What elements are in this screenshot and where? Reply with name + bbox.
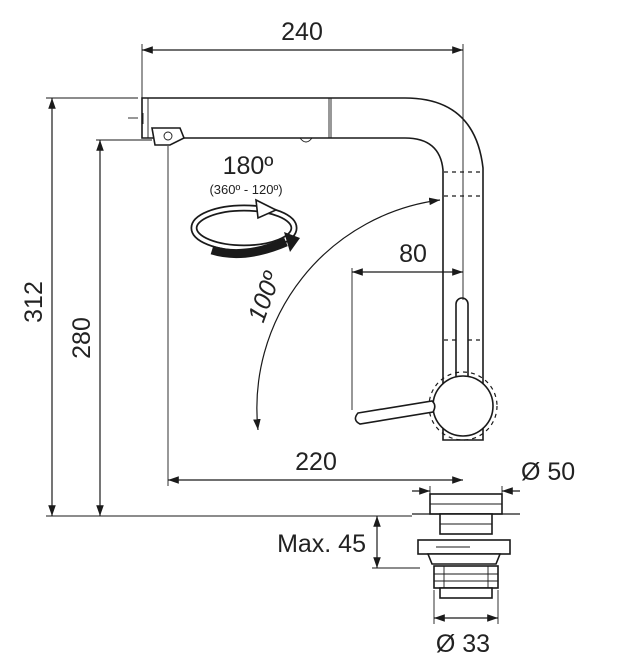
lever-upright <box>455 297 469 383</box>
dim-240-label: 240 <box>281 18 323 46</box>
spout <box>141 97 484 441</box>
dim-80-label: 80 <box>399 240 427 268</box>
rotation-arrow-icon <box>190 198 300 259</box>
mixer-body <box>432 375 494 437</box>
nozzle <box>151 127 186 146</box>
faucet-outline <box>141 97 520 599</box>
dim-max45-label: Max. 45 <box>277 530 366 558</box>
rotation-range-label: (360º - 120º) <box>209 182 282 197</box>
lever-swing-label: 100º <box>243 267 287 326</box>
dimension-lines <box>48 46 520 622</box>
dim-280-label: 280 <box>68 317 96 359</box>
dim-50-label: Ø 50 <box>521 458 575 486</box>
rotation-angle-label: 180º <box>223 152 274 180</box>
reference-lines <box>46 44 503 624</box>
dim-33-label: Ø 33 <box>436 630 490 658</box>
dim-312-label: 312 <box>20 281 48 323</box>
dim-220-label: 220 <box>295 448 337 476</box>
lever-swing-arc <box>253 197 441 431</box>
lever-swung <box>354 400 436 425</box>
